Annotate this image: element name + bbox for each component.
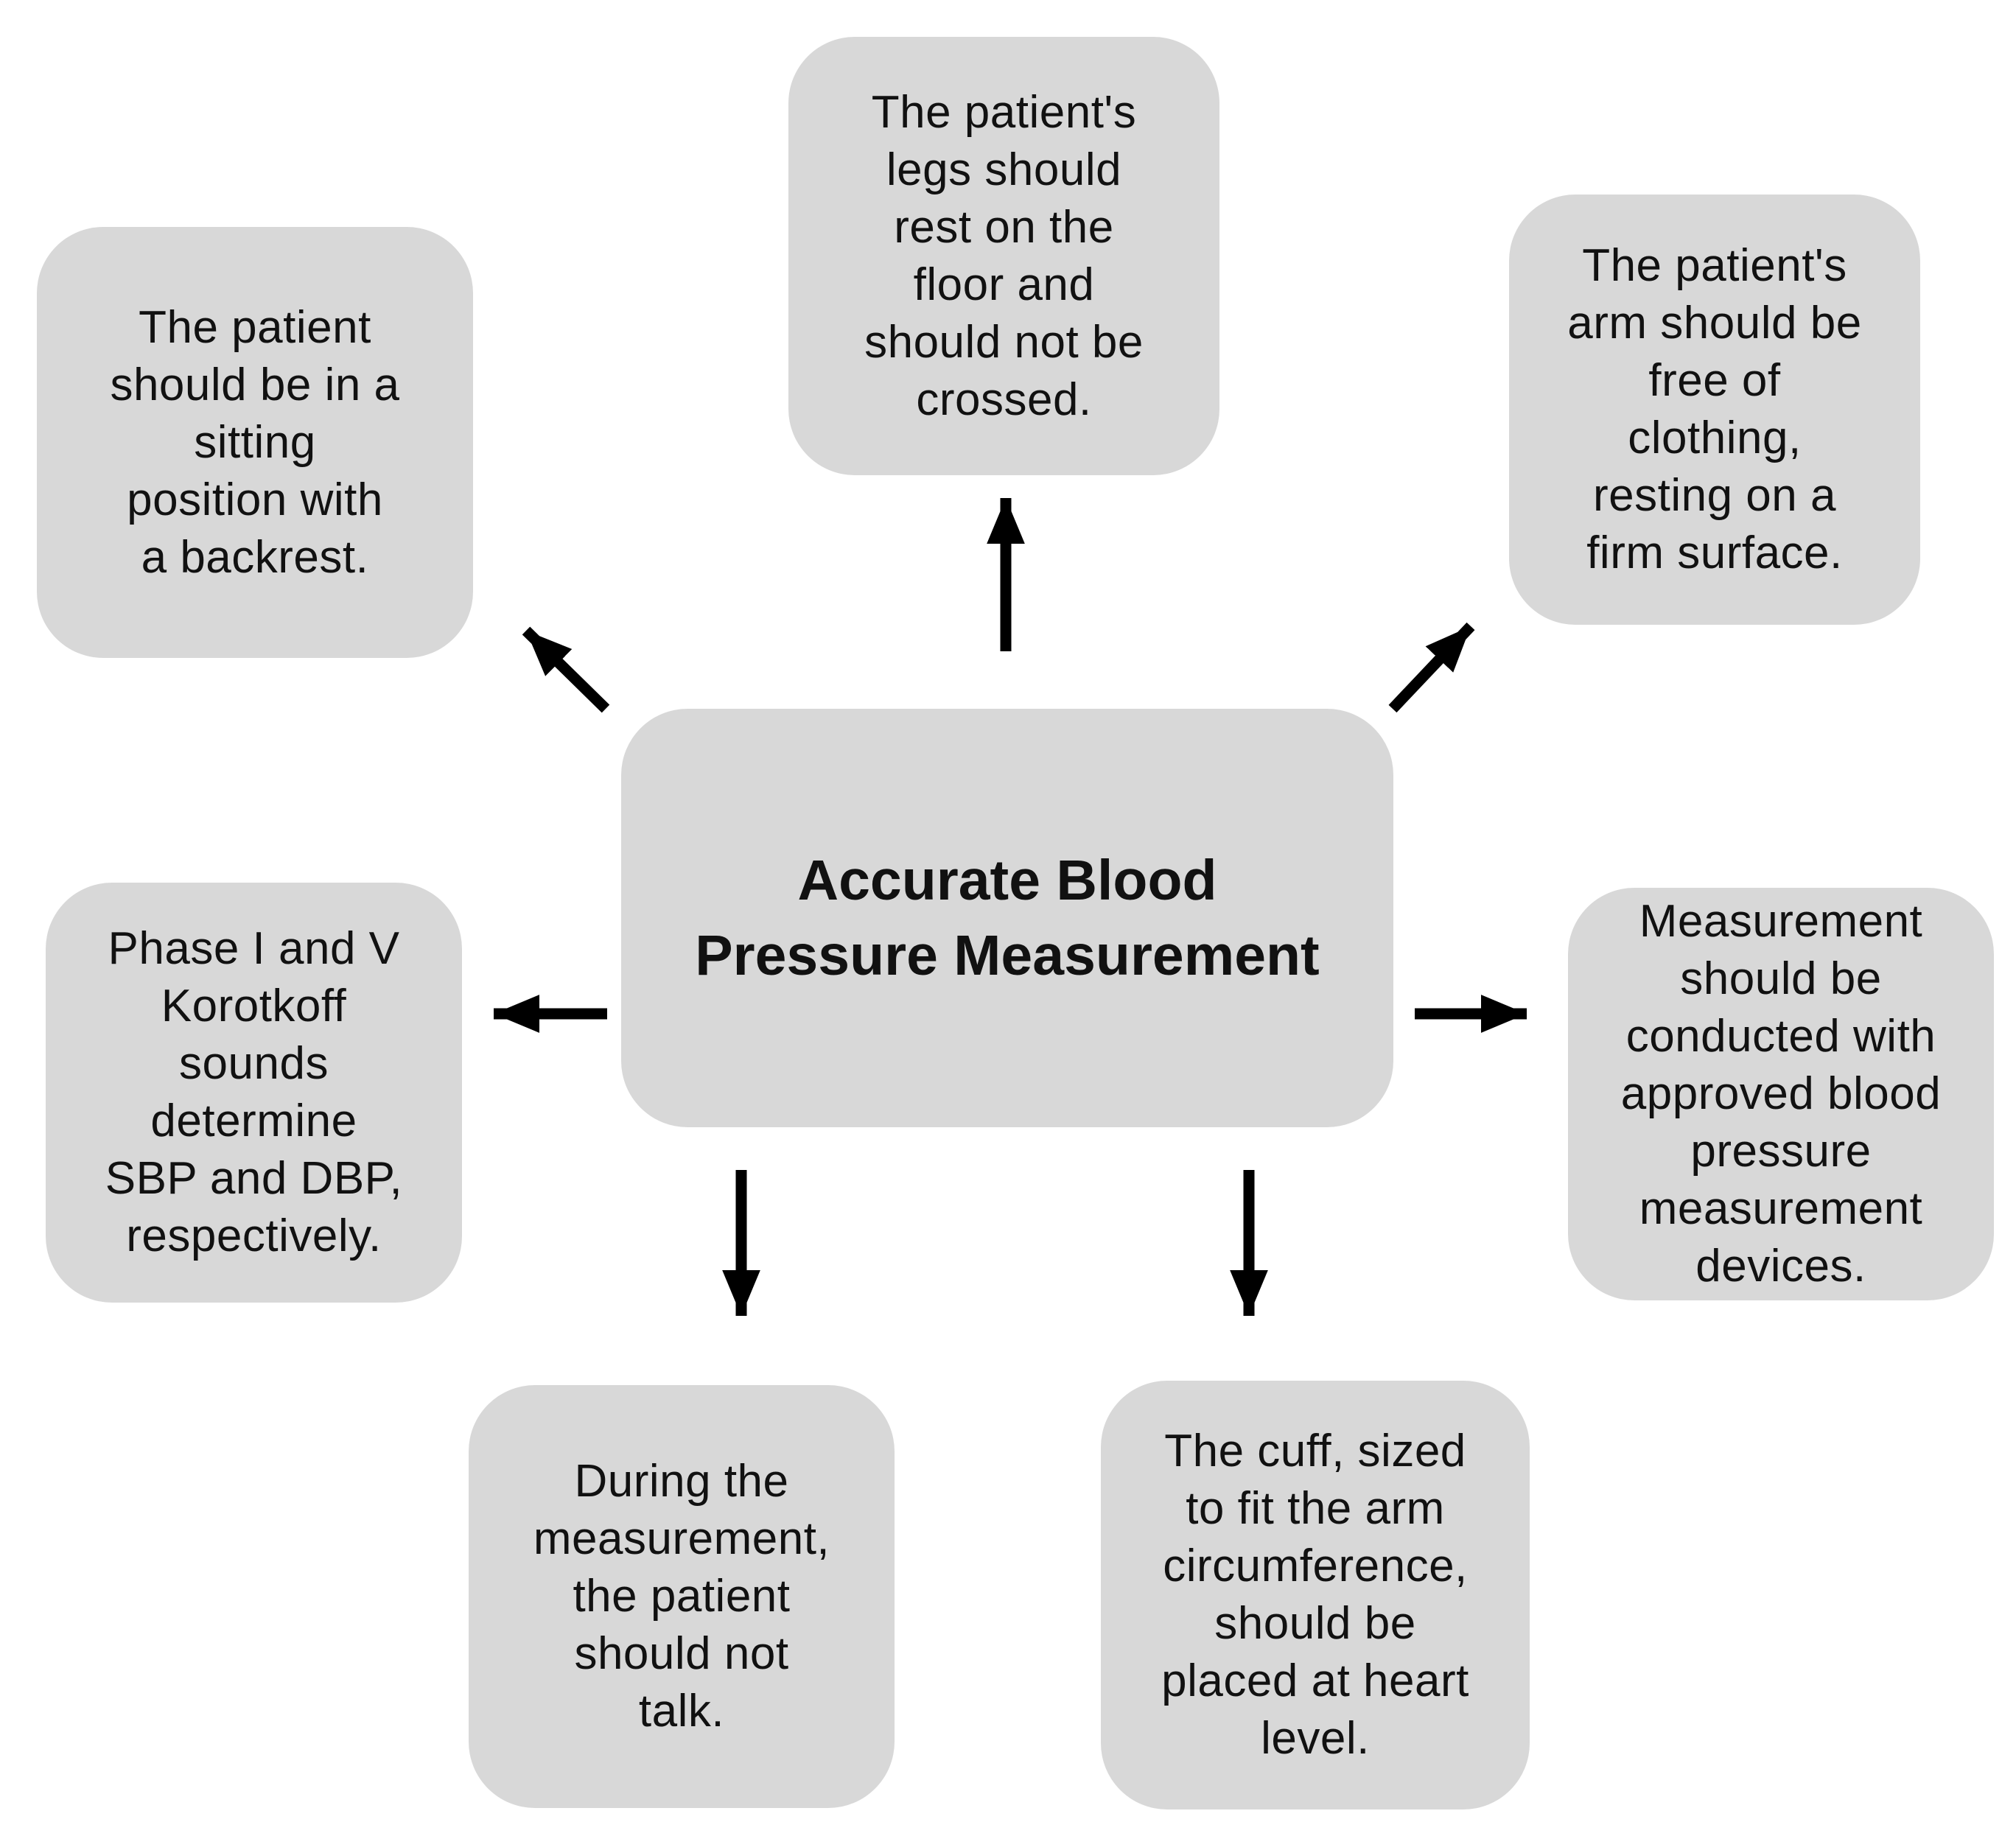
node-middle-right: Measurement should be conducted with app…: [1568, 888, 1994, 1300]
node-middle-left: Phase I and V Korotkoff sounds determine…: [46, 883, 462, 1303]
center-node-title: Accurate Blood Pressure Measurement: [695, 849, 1320, 987]
arrow-up-right-icon: [1388, 622, 1475, 713]
node-bottom-left-text: During the measurement, the patient shou…: [533, 1456, 830, 1737]
node-bottom-right: The cuff, sized to fit the arm circumfer…: [1101, 1381, 1530, 1809]
node-top-center: The patient's legs should rest on the fl…: [788, 37, 1219, 475]
center-node: Accurate Blood Pressure Measurement: [621, 709, 1393, 1127]
node-middle-right-text: Measurement should be conducted with app…: [1620, 896, 1942, 1292]
arrow-up-left-icon: [522, 626, 610, 713]
node-top-center-text: The patient's legs should rest on the fl…: [864, 86, 1144, 425]
node-top-right: The patient's arm should be free of clot…: [1509, 195, 1920, 625]
node-top-right-text: The patient's arm should be free of clot…: [1567, 240, 1862, 578]
node-middle-left-text: Phase I and V Korotkoff sounds determine…: [105, 923, 403, 1261]
node-bottom-right-text: The cuff, sized to fit the arm circumfer…: [1161, 1426, 1469, 1764]
node-bottom-left: During the measurement, the patient shou…: [469, 1385, 895, 1808]
node-top-left: The patient should be in a sitting posit…: [37, 227, 473, 658]
node-top-left-text: The patient should be in a sitting posit…: [110, 301, 400, 583]
